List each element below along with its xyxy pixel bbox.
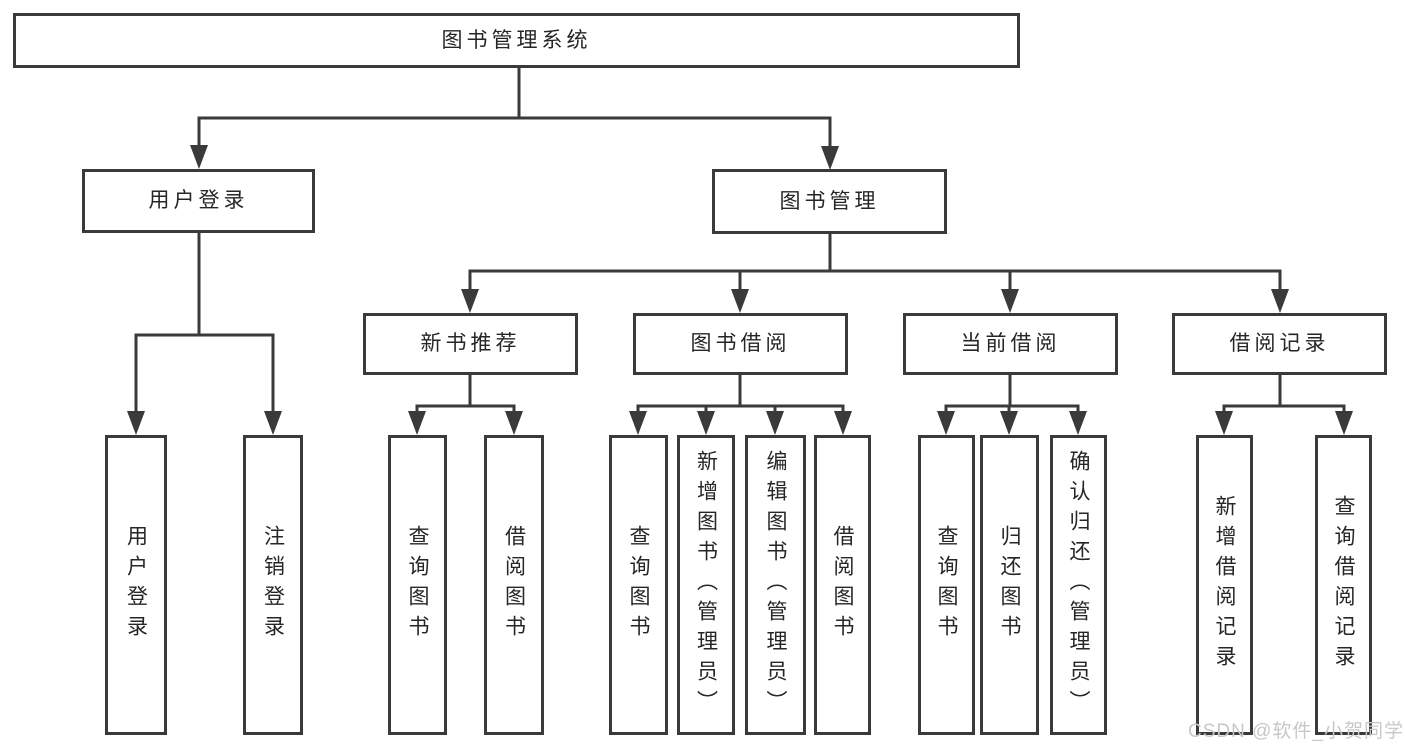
connector-arrowhead-icon <box>1000 411 1018 435</box>
leaf-borrowing-query-books: 查询图书 <box>609 435 668 735</box>
connector-arrowhead-icon <box>1335 411 1353 435</box>
leaf-current-confirm-return-admin: 确认归还（管理员） <box>1050 435 1107 735</box>
connector-arrowhead-icon <box>1271 289 1289 313</box>
node-current-borrowing: 当前借阅 <box>903 313 1118 375</box>
csdn-watermark: CSDN @软件_小贺同学 <box>1188 721 1404 742</box>
connector-arrowhead-icon <box>821 146 839 170</box>
leaf-borrowing-add-books-admin: 新增图书（管理员） <box>677 435 735 735</box>
connector-arrowhead-icon <box>461 289 479 313</box>
connector-arrowhead-icon <box>127 411 145 435</box>
leaf-records-query-borrow-record: 查询借阅记录 <box>1315 435 1372 735</box>
node-user-login: 用户登录 <box>82 169 315 233</box>
connector-arrowhead-icon <box>408 411 426 435</box>
leaf-borrowing-edit-books-admin: 编辑图书（管理员） <box>745 435 806 735</box>
node-library-management-system: 图书管理系统 <box>13 13 1020 68</box>
connector-arrowhead-icon <box>937 411 955 435</box>
leaf-user-login: 用户登录 <box>105 435 167 735</box>
node-new-book-recommend: 新书推荐 <box>363 313 578 375</box>
node-borrowing-records: 借阅记录 <box>1172 313 1387 375</box>
leaf-current-query-books: 查询图书 <box>918 435 975 735</box>
connector-arrowhead-icon <box>1001 289 1019 313</box>
node-book-borrowing: 图书借阅 <box>633 313 848 375</box>
connector-arrowhead-icon <box>1069 411 1087 435</box>
leaf-current-return-books: 归还图书 <box>980 435 1039 735</box>
connector-arrowhead-icon <box>697 411 715 435</box>
leaf-borrowing-borrow-books: 借阅图书 <box>814 435 871 735</box>
leaf-recommend-borrow-books: 借阅图书 <box>484 435 544 735</box>
leaf-logout: 注销登录 <box>243 435 303 735</box>
connector-arrowhead-icon <box>505 411 523 435</box>
leaf-recommend-query-books: 查询图书 <box>388 435 447 735</box>
connector-arrowhead-icon <box>264 411 282 435</box>
node-book-management: 图书管理 <box>712 169 947 234</box>
connector-arrowhead-icon <box>834 411 852 435</box>
leaf-records-add-borrow-record: 新增借阅记录 <box>1196 435 1253 735</box>
connector-arrowhead-icon <box>766 411 784 435</box>
connector-arrowhead-icon <box>1215 411 1233 435</box>
connector-arrowhead-icon <box>629 411 647 435</box>
connector-arrowhead-icon <box>731 289 749 313</box>
connector-arrowhead-icon <box>190 145 208 169</box>
